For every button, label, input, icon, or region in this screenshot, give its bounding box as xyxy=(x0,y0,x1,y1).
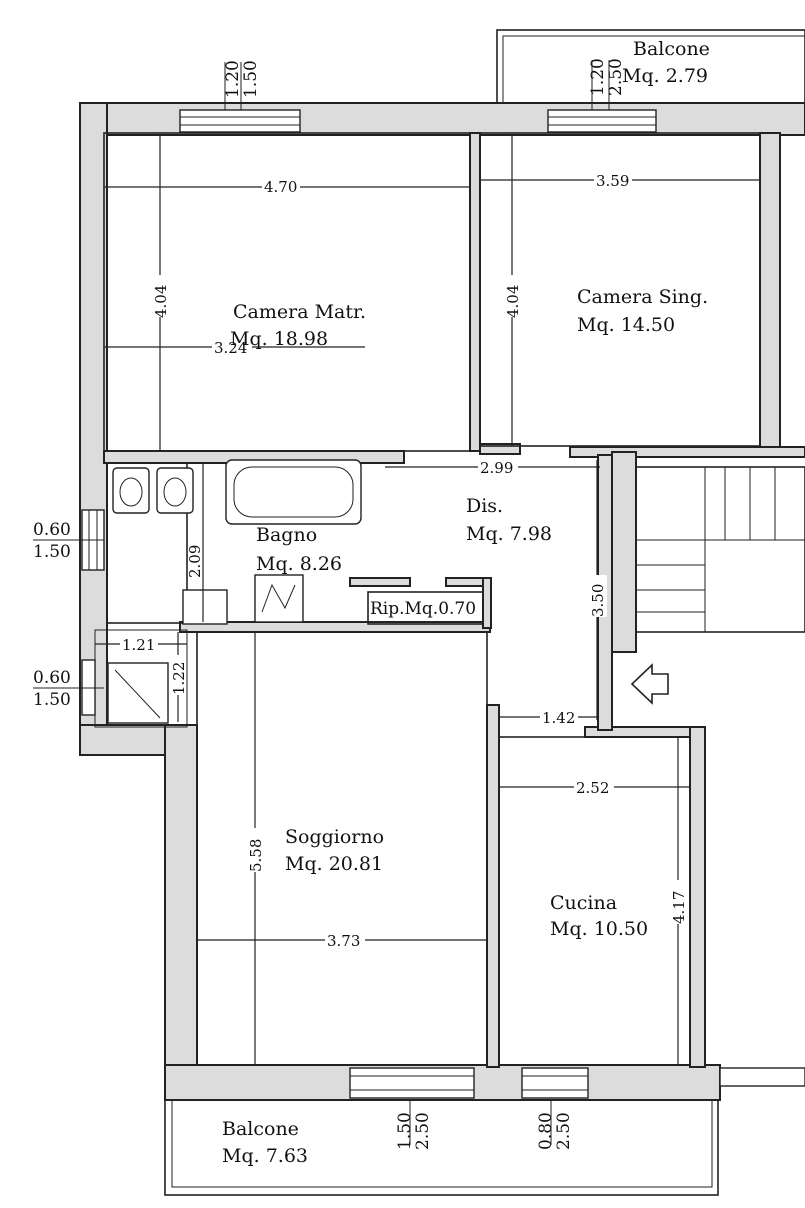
wall-cucina-right xyxy=(689,726,706,1068)
dimension-labels: 4.70 3.59 4.04 4.04 2.99 3.24 2.09 3.50 … xyxy=(120,170,688,950)
win5-a: 1.50 xyxy=(395,1112,415,1150)
win1-a: 1.20 xyxy=(223,60,243,98)
bagno-area: Mq. 8.26 xyxy=(256,553,342,575)
balcone-top: Balcone Mq. 2.79 xyxy=(496,29,805,104)
balcone-bottom-name: Balcone xyxy=(222,1118,299,1140)
window-labels: 1.20 1.50 1.20 2.50 0.60 1.50 0.60 1.50 … xyxy=(33,58,626,1150)
wall-sing-bottom-left xyxy=(479,443,521,455)
soggiorno-area: Mq. 20.81 xyxy=(285,853,383,875)
room-soggiorno xyxy=(196,631,488,1066)
dim-dis-height: 3.50 xyxy=(589,584,607,617)
win3-a: 0.60 xyxy=(33,520,71,540)
dim-doccia-width: 1.21 xyxy=(122,636,155,654)
wall-sing-bottom-right xyxy=(569,446,805,458)
dim-bagno-height: 2.09 xyxy=(186,545,204,578)
wall-left-lower xyxy=(164,724,198,1101)
win3-b: 1.50 xyxy=(33,542,71,562)
entry-arrow-icon xyxy=(630,663,669,705)
win5-b: 2.50 xyxy=(413,1112,433,1150)
balcone-bottom: Balcone Mq. 7.63 xyxy=(164,1099,719,1196)
win2-a: 1.20 xyxy=(588,58,608,96)
dim-sing-width: 3.59 xyxy=(596,172,629,190)
dim-matr-height: 4.04 xyxy=(152,285,170,318)
dim-soggiorno-width: 3.73 xyxy=(327,932,360,950)
window-matr xyxy=(179,109,301,133)
room-camera-sing xyxy=(479,132,761,447)
win2-b: 2.50 xyxy=(606,58,626,96)
room-cucina xyxy=(498,736,691,1066)
room-outlines xyxy=(94,132,761,1066)
sink-icon xyxy=(182,589,228,625)
window-cucina xyxy=(521,1067,589,1099)
window-right xyxy=(719,1067,805,1087)
window-soggiorno xyxy=(349,1067,475,1099)
room-camera-matr xyxy=(103,132,471,452)
camera-sing-name: Camera Sing. xyxy=(577,286,708,308)
dim-matr-width: 4.70 xyxy=(264,178,297,196)
wc-icon xyxy=(112,467,150,514)
win6-a: 0.80 xyxy=(536,1112,556,1150)
dim-doccia-height: 1.22 xyxy=(170,662,188,695)
dim-sing-height: 4.04 xyxy=(504,285,522,318)
washing-machine-icon xyxy=(254,574,304,623)
win4-a: 0.60 xyxy=(33,668,71,688)
camera-matr-name: Camera Matr. xyxy=(233,301,366,323)
room-labels: Camera Matr. Mq. 18.98 Camera Sing. Mq. … xyxy=(230,286,708,940)
rip-label: Rip.Mq.0.70 xyxy=(370,599,476,619)
wall-sogg-cucina xyxy=(486,704,500,1068)
win1-b: 1.50 xyxy=(241,60,261,98)
win6-b: 2.50 xyxy=(554,1112,574,1150)
window-sing xyxy=(547,109,657,133)
staircase xyxy=(630,466,805,705)
walls xyxy=(79,102,805,1101)
dim-soggiorno-height: 5.58 xyxy=(247,839,265,872)
room-bagno-area xyxy=(106,462,188,624)
balcone-top-area: Mq. 2.79 xyxy=(622,65,708,87)
wall-sing-right xyxy=(759,132,781,452)
balcone-bottom-area: Mq. 7.63 xyxy=(222,1145,308,1167)
soggiorno-name: Soggiorno xyxy=(285,826,384,848)
bagno-name: Bagno xyxy=(256,524,317,546)
bidet-icon xyxy=(156,467,194,514)
dim-cucina-width: 2.52 xyxy=(576,779,609,797)
wall-left xyxy=(79,102,108,754)
cucina-name: Cucina xyxy=(550,892,617,914)
wall-matr-sing xyxy=(469,132,481,452)
camera-matr-area: Mq. 18.98 xyxy=(230,328,328,350)
dis-name: Dis. xyxy=(466,495,503,517)
balcone-top-name: Balcone xyxy=(633,38,710,60)
camera-sing-area: Mq. 14.50 xyxy=(577,314,675,336)
dim-entry-width: 1.42 xyxy=(542,709,575,727)
bathroom-fixtures xyxy=(107,459,492,724)
cucina-area: Mq. 10.50 xyxy=(550,918,648,940)
win4-b: 1.50 xyxy=(33,690,71,710)
wall-stair xyxy=(611,451,637,653)
dim-dis-width: 2.99 xyxy=(480,459,513,477)
dis-area: Mq. 7.98 xyxy=(466,523,552,545)
bathtub-icon xyxy=(225,459,362,525)
dim-cucina-height: 4.17 xyxy=(670,891,688,924)
dim-bagno-width: 3.24 xyxy=(214,339,247,357)
